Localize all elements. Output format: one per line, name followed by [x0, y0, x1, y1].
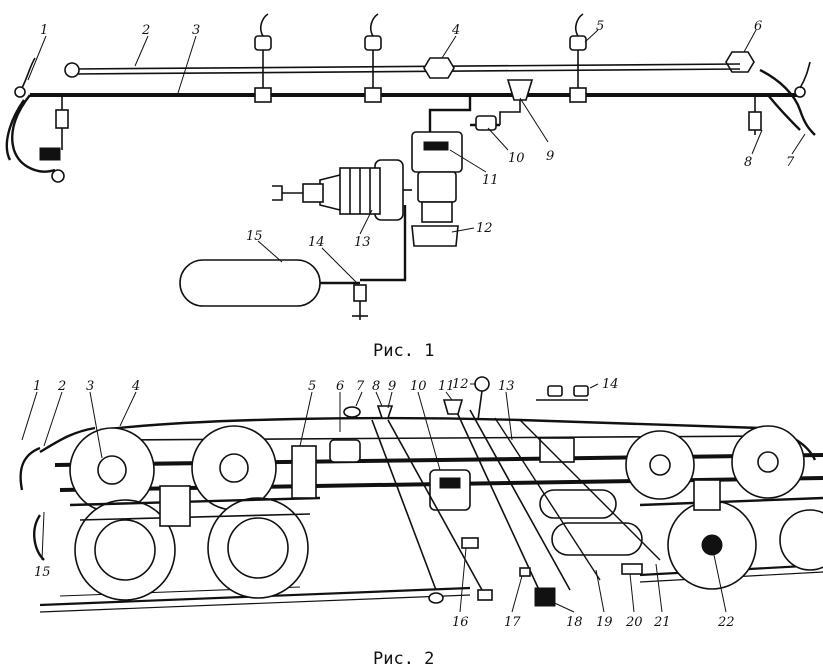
left-end-hose: [5, 57, 80, 183]
figure-2-leader-lines: [21, 383, 727, 613]
f2-callout-16: 16: [452, 615, 469, 630]
air-distributor-2: [429, 469, 471, 511]
f2-callout-12: 12: [452, 377, 469, 392]
figure-2-car-undercarriage: 1 2 3 4 5 6 7 8 9 10 11 12 13 14 15 16 1…: [19, 376, 823, 669]
f2-callout-20: 20: [625, 615, 643, 630]
f2-callout-22: 22: [717, 615, 735, 630]
bottom-fittings: [428, 537, 643, 607]
feed-pipe-lower-edge: [74, 68, 741, 75]
callout-3: 3: [192, 23, 200, 38]
brake-rods: [371, 407, 661, 593]
f2-callout-19: 19: [596, 615, 613, 630]
callout-4: 4: [451, 23, 460, 38]
left-bogie: [69, 425, 321, 601]
callout-6: 6: [754, 19, 762, 34]
figure-1-caption: Рис. 1: [373, 341, 434, 361]
callout-13: 13: [354, 235, 371, 250]
drain-valve: [352, 284, 368, 320]
f2-callout-7: 7: [356, 379, 365, 394]
f2-callout-21: 21: [653, 615, 671, 630]
right-end-hose: [725, 51, 816, 136]
f2-callout-8: 8: [372, 379, 380, 394]
callout-2: 2: [141, 23, 150, 38]
right-bogie: [625, 425, 823, 590]
callout-9: 9: [546, 149, 554, 164]
pipe-cock-1: [254, 13, 272, 103]
regulator: [539, 437, 575, 463]
callout-5: 5: [596, 19, 604, 34]
f2-callout-13: 13: [498, 379, 515, 394]
dust-collector: [506, 79, 534, 101]
f2-callout-17: 17: [504, 615, 521, 630]
f2-callout-14: 14: [602, 377, 619, 392]
top-valves: [343, 376, 589, 421]
f2-callout-5: 5: [308, 379, 316, 394]
figure-1-brake-schematic: 1 2 3 4 5 6 7 8 9 10 11 12 13 14 15 Рис.…: [5, 13, 816, 361]
dust-collector-branch: [499, 100, 521, 125]
f2-callout-6: 6: [336, 379, 344, 394]
f2-callout-4: 4: [131, 379, 140, 394]
branch-pipe: [428, 95, 472, 135]
pipe-cock-5: [569, 13, 587, 103]
callout-7: 7: [786, 155, 795, 170]
air-distributor: [411, 131, 463, 223]
brake-cylinder: [272, 159, 412, 221]
callout-11: 11: [482, 173, 499, 188]
callout-12: 12: [476, 221, 493, 236]
f2-callout-1: 1: [33, 379, 41, 394]
brake-cylinder-2: [329, 439, 361, 463]
f2-callout-11: 11: [438, 379, 455, 394]
f2-callout-15: 15: [34, 565, 51, 580]
callout-10: 10: [508, 151, 525, 166]
pipe-cock-2: [364, 13, 382, 103]
figure-2-caption: Рис. 2: [373, 649, 434, 669]
f2-callout-18: 18: [566, 615, 583, 630]
disconnect-valve: [423, 57, 455, 79]
supply-pipe: [360, 205, 407, 282]
f2-callout-2: 2: [57, 379, 66, 394]
cut-off-cock: [475, 115, 497, 131]
working-chamber: [411, 225, 459, 247]
feed-pipe: [74, 63, 741, 70]
spare-reservoir: [179, 259, 321, 307]
callout-15: 15: [246, 229, 263, 244]
f2-callout-10: 10: [410, 379, 427, 394]
reservoirs: [539, 489, 643, 556]
callout-8: 8: [744, 155, 752, 170]
callout-1: 1: [40, 23, 48, 38]
figure-1-leader-lines: [27, 29, 806, 283]
left-end-hose-2: [19, 426, 96, 491]
f2-callout-9: 9: [388, 379, 396, 394]
callout-14: 14: [308, 235, 325, 250]
f2-callout-3: 3: [86, 379, 94, 394]
